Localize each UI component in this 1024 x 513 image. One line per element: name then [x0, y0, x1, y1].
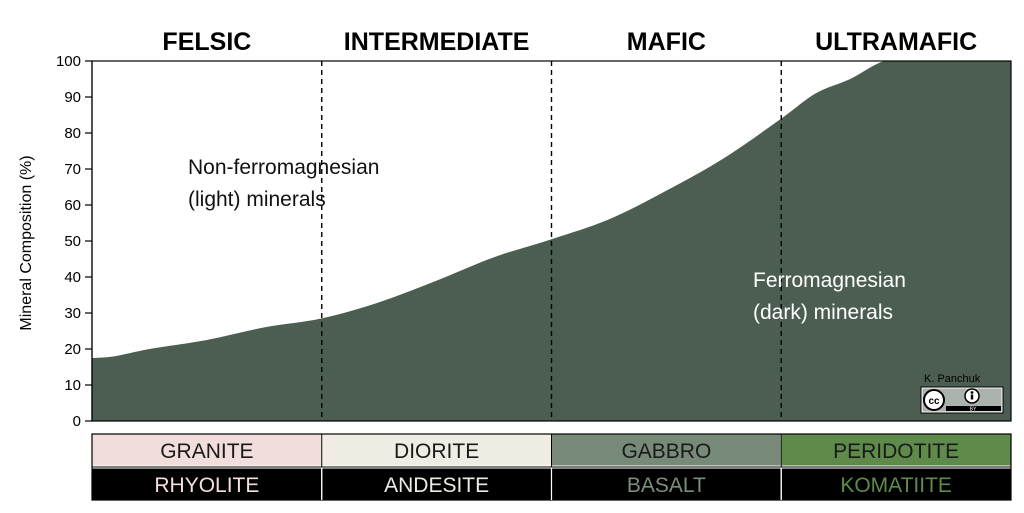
rock-label-peridotite: PERIDOTITE — [833, 440, 959, 463]
light-minerals-label-line1: Non-ferromagnesian — [188, 156, 379, 179]
dark-minerals-label-line2: (dark) minerals — [753, 301, 893, 324]
category-title-mafic: MAFIC — [627, 28, 706, 56]
by-text: BY — [970, 407, 977, 413]
credit-author: K. Panchuk — [924, 373, 981, 385]
rock-label-granite: GRANITE — [160, 440, 253, 463]
y-tick-label: 0 — [73, 413, 81, 430]
rock-label-gabbro: GABBRO — [621, 440, 711, 463]
y-tick-label: 60 — [64, 197, 81, 214]
y-tick-label: 100 — [56, 53, 81, 70]
dark-minerals-label: Ferromagnesian (dark) minerals — [753, 269, 906, 324]
cc-text: cc — [928, 396, 940, 407]
credit-block: K. Panchuk cc BY — [920, 373, 1004, 414]
rock-cell-rhyolite — [91, 467, 323, 501]
y-axis-title: Mineral Composition (%) — [18, 155, 35, 330]
y-tick-label: 20 — [64, 341, 81, 358]
light-minerals-label-line2: (light) minerals — [188, 188, 326, 211]
category-title-intermediate: INTERMEDIATE — [344, 28, 530, 56]
category-title-felsic: FELSIC — [162, 28, 251, 56]
creative-commons-by-icon: cc BY — [920, 386, 1004, 414]
light-minerals-label: Non-ferromagnesian (light) minerals — [188, 156, 379, 211]
rock-label-komatiite: KOMATIITE — [840, 474, 952, 497]
plot-area — [91, 60, 1012, 422]
rock-label-basalt: BASALT — [627, 474, 706, 497]
y-tick-label: 40 — [64, 269, 81, 286]
y-axis: 0 10 20 30 40 50 60 70 80 90 100 — [56, 53, 93, 430]
y-tick-label: 50 — [64, 233, 81, 250]
y-tick-label: 80 — [64, 125, 81, 142]
rock-label-diorite: DIORITE — [394, 440, 479, 463]
rock-cell-peridotite — [780, 433, 1012, 467]
dark-minerals-label-line1: Ferromagnesian — [753, 269, 906, 292]
rock-type-table: GRANITE DIORITE GABBRO PERIDOTITE RHYOLITE AN… — [91, 433, 1012, 501]
category-title-ultramafic: ULTRAMAFIC — [815, 28, 977, 56]
rock-cell-gabbro — [551, 433, 782, 467]
y-tick-label: 10 — [64, 377, 81, 394]
y-tick-label: 90 — [64, 89, 81, 106]
category-dividers — [321, 61, 782, 421]
category-titles: FELSIC INTERMEDIATE MAFIC ULTRAMAFIC — [162, 28, 977, 56]
y-tick-label: 30 — [64, 305, 81, 322]
rock-label-rhyolite: RHYOLITE — [154, 474, 259, 497]
y-tick-label: 70 — [64, 161, 81, 178]
rock-label-andesite: ANDESITE — [384, 474, 489, 497]
